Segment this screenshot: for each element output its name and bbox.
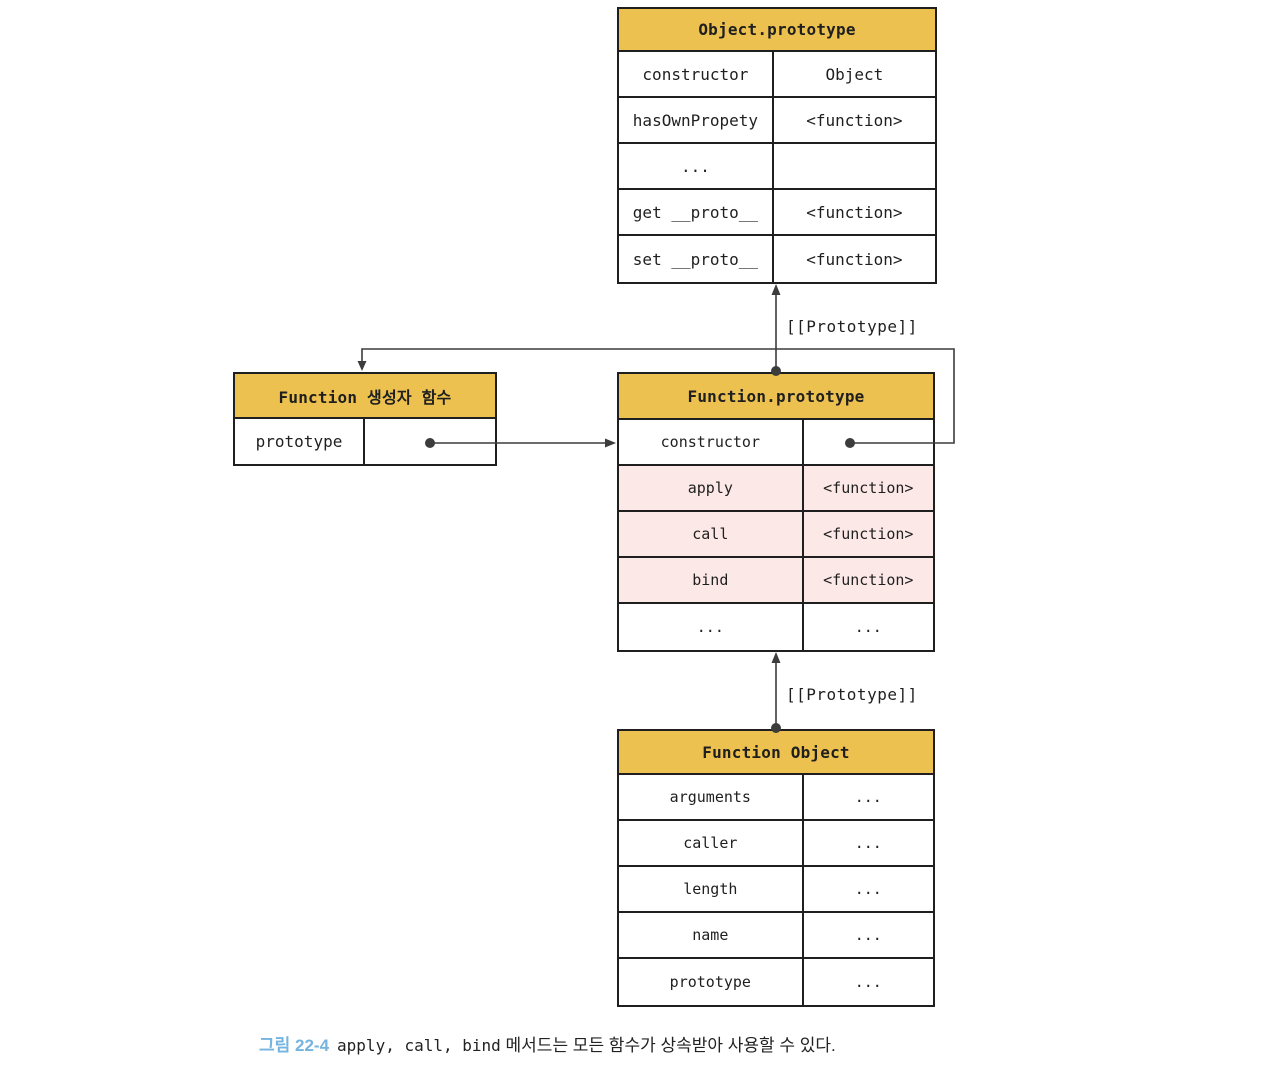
row-key: set __proto__ <box>619 236 774 282</box>
row-value <box>804 420 933 464</box>
arrowhead-up-icon <box>771 652 781 663</box>
row-value: <function> <box>806 202 903 222</box>
table-row: prototype ... <box>619 959 933 1005</box>
row-value: <function> <box>823 571 914 589</box>
table-row: caller ... <box>619 821 933 867</box>
table-row: arguments ... <box>619 775 933 821</box>
table-row: constructor <box>619 420 933 466</box>
function-object-title: Function Object <box>619 731 933 775</box>
row-key: name <box>619 913 804 957</box>
row-key: call <box>619 512 804 556</box>
row-value <box>365 419 495 464</box>
row-key: apply <box>619 466 804 510</box>
table-row-highlight-bind: bind <function> <box>619 558 933 604</box>
row-value: ... <box>854 618 882 636</box>
table-row-highlight-apply: apply <function> <box>619 466 933 512</box>
function-object-table: Function Object arguments ... caller ...… <box>617 729 935 1007</box>
row-value: ... <box>854 973 882 991</box>
function-constructor-table: Function 생성자 함수 prototype <box>233 372 497 466</box>
row-value: ... <box>854 880 882 898</box>
row-value: ... <box>854 834 882 852</box>
table-row: length ... <box>619 867 933 913</box>
row-key: bind <box>619 558 804 602</box>
table-row: name ... <box>619 913 933 959</box>
table-row: get __proto__ <function> <box>619 190 935 236</box>
function-constructor-title: Function 생성자 함수 <box>235 374 495 419</box>
prototype-link-label-top: [[Prototype]] <box>786 317 918 336</box>
row-value: ... <box>854 788 882 806</box>
row-key: arguments <box>619 775 804 819</box>
table-row: ... <box>619 144 935 190</box>
row-key: prototype <box>235 419 365 464</box>
function-prototype-table: Function.prototype constructor apply <fu… <box>617 372 935 652</box>
row-key: hasOwnPropety <box>619 98 774 142</box>
object-prototype-table: Object.prototype constructor Object hasO… <box>617 7 937 284</box>
row-value: <function> <box>823 479 914 497</box>
figure-number: 그림 22-4 <box>259 1036 330 1055</box>
row-key: ... <box>619 604 804 650</box>
row-value <box>774 144 935 188</box>
table-row: set __proto__ <function> <box>619 236 935 282</box>
prototype-link-arrow-top <box>771 284 781 376</box>
table-row: hasOwnPropety <function> <box>619 98 935 144</box>
row-key: prototype <box>619 959 804 1005</box>
table-row: constructor Object <box>619 52 935 98</box>
prototype-link-arrow-bottom <box>771 652 781 733</box>
row-value: Object <box>825 64 884 84</box>
row-key: caller <box>619 821 804 865</box>
row-key: ... <box>619 144 774 188</box>
row-key: constructor <box>619 52 774 96</box>
caption-text: 메서드는 모든 함수가 상속받아 사용할 수 있다. <box>500 1036 836 1055</box>
object-prototype-title: Object.prototype <box>619 9 935 52</box>
row-key: constructor <box>619 420 804 464</box>
row-value: <function> <box>806 110 903 130</box>
prototype-link-label-bottom: [[Prototype]] <box>786 685 918 704</box>
table-row-highlight-call: call <function> <box>619 512 933 558</box>
table-row: prototype <box>235 419 495 464</box>
figure-caption: 그림 22-4 apply, call, bind 메서드는 모든 함수가 상속받… <box>259 1031 836 1056</box>
row-value: <function> <box>823 525 914 543</box>
row-key: length <box>619 867 804 911</box>
row-key: get __proto__ <box>619 190 774 234</box>
arrowhead-down-icon <box>357 361 367 371</box>
caption-method-names: apply, call, bind <box>337 1036 501 1055</box>
row-value: <function> <box>806 249 903 269</box>
arrowhead-up-icon <box>771 284 781 295</box>
function-prototype-title: Function.prototype <box>619 374 933 420</box>
arrowhead-right-icon <box>605 438 616 448</box>
table-row: ... ... <box>619 604 933 650</box>
row-value: ... <box>854 926 882 944</box>
